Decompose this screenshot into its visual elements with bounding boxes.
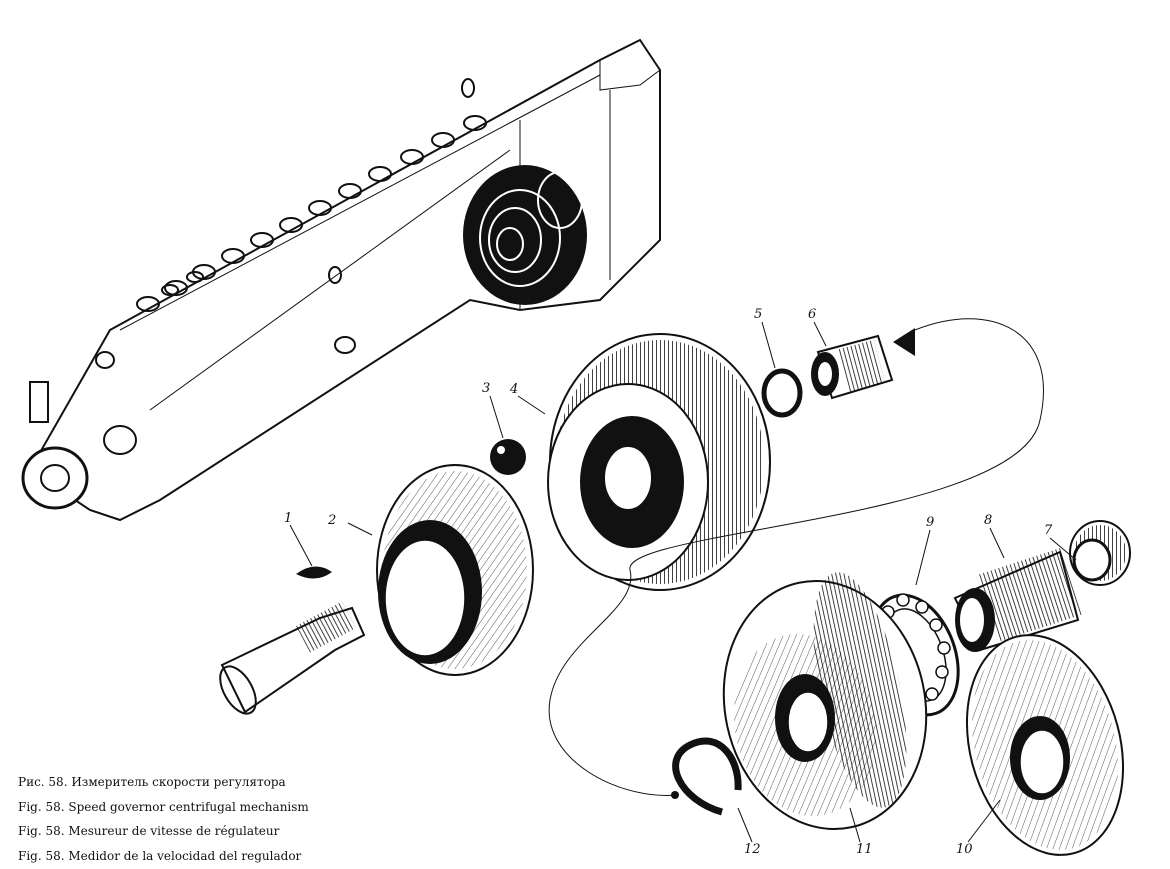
caption-russian: Рис. 58. Измеритель скорости регулятора — [18, 775, 286, 789]
caption-french: Fig. 58. Mesureur de vitesse de régulate… — [18, 824, 280, 838]
part-7-nut: 7 — [1044, 520, 1131, 586]
housing-end-fitting — [21, 78, 475, 510]
figure-caption: Рис. 58. Измеритель скорости регулятора … — [18, 770, 358, 868]
callout-7: 7 — [1044, 523, 1053, 538]
caption-english: Fig. 58. Speed governor centrifugal mech… — [18, 799, 309, 814]
callout-4: 4 — [509, 382, 518, 397]
caption-spanish: Fig. 58. Medidor de la velocidad del reg… — [18, 848, 302, 863]
callout-6: 6 — [808, 307, 816, 322]
part-8-sliding-sleeve: 8 — [953, 513, 1082, 652]
callout-2: 2 — [327, 513, 336, 528]
part-1-key: 1 — [284, 511, 332, 579]
governor-spring-coil — [463, 165, 587, 305]
part-4-ball-cage: 4 — [509, 333, 771, 591]
housing-bolt-holes — [136, 115, 487, 312]
callout-8: 8 — [984, 513, 992, 528]
part-3-ball: 3 — [482, 381, 526, 475]
callout-3: 3 — [482, 381, 490, 396]
governor-housing — [21, 38, 661, 522]
assembly-direction-line — [548, 318, 1044, 799]
drive-shaft-end — [219, 601, 366, 715]
part-2-drive-flange: 2 — [327, 464, 534, 676]
part-10-disc: 10 — [956, 634, 1125, 857]
part-6-threaded-sleeve: 6 — [808, 307, 894, 400]
part-12-snap-ring: 12 — [672, 737, 761, 857]
callout-10: 10 — [956, 842, 973, 857]
callout-11: 11 — [856, 842, 873, 857]
callout-5: 5 — [754, 307, 762, 322]
part-5-circlip: 5 — [754, 307, 803, 418]
callout-1: 1 — [284, 511, 292, 526]
callout-12: 12 — [744, 842, 761, 857]
callout-9: 9 — [926, 515, 934, 530]
part-11-thrust-plate: 11 — [722, 572, 928, 857]
direction-arrow-icon — [893, 328, 915, 356]
